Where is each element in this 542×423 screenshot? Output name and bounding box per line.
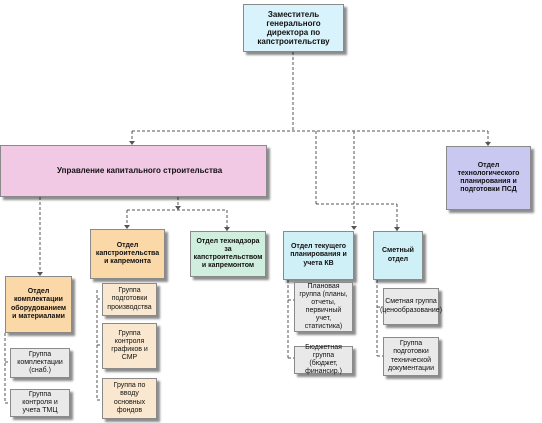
capital-construction-management-box: Управление капитального строительства (0, 145, 267, 197)
planning-group-box: Плановая группа (планы, отчеты, первичны… (294, 282, 353, 332)
capital-group-production-prep-box: Группа подготовки производства (102, 283, 157, 316)
equipment-group-inventory-control-box: Группа контроля и учета ТМЦ (10, 389, 70, 417)
director-box: Заместитель генерального директора по ка… (243, 4, 344, 52)
capital-group-schedule-control-box: Группа контроля графиков и СМР (102, 323, 157, 369)
technical-docs-group-box: Группа подготовки технической документац… (383, 337, 439, 376)
current-planning-department-box: Отдел текущего планирования и учета КВ (283, 231, 354, 280)
capital-group-fixed-assets-box: Группа по вводу основных фондов (102, 378, 157, 419)
capital-construction-department-box: Отдел капстроительства и капремонта (90, 229, 165, 279)
equipment-group-procurement-box: Группа комплектации (снаб.) (10, 348, 70, 378)
estimate-group-box: Сметная группа (ценообразование) (380, 288, 442, 325)
tech-planning-department-box: Отдел технологического планирования и по… (446, 146, 531, 210)
estimate-department-box: Сметный отдел (373, 231, 423, 280)
equipment-supply-department-box: Отдел комплектации оборудованием и матер… (5, 276, 72, 333)
budget-group-box: Бюджетная группа (бюджет, финансир.) (294, 344, 353, 375)
technical-supervision-department-box: Отдел технадзора за капстроительством и … (190, 231, 266, 277)
